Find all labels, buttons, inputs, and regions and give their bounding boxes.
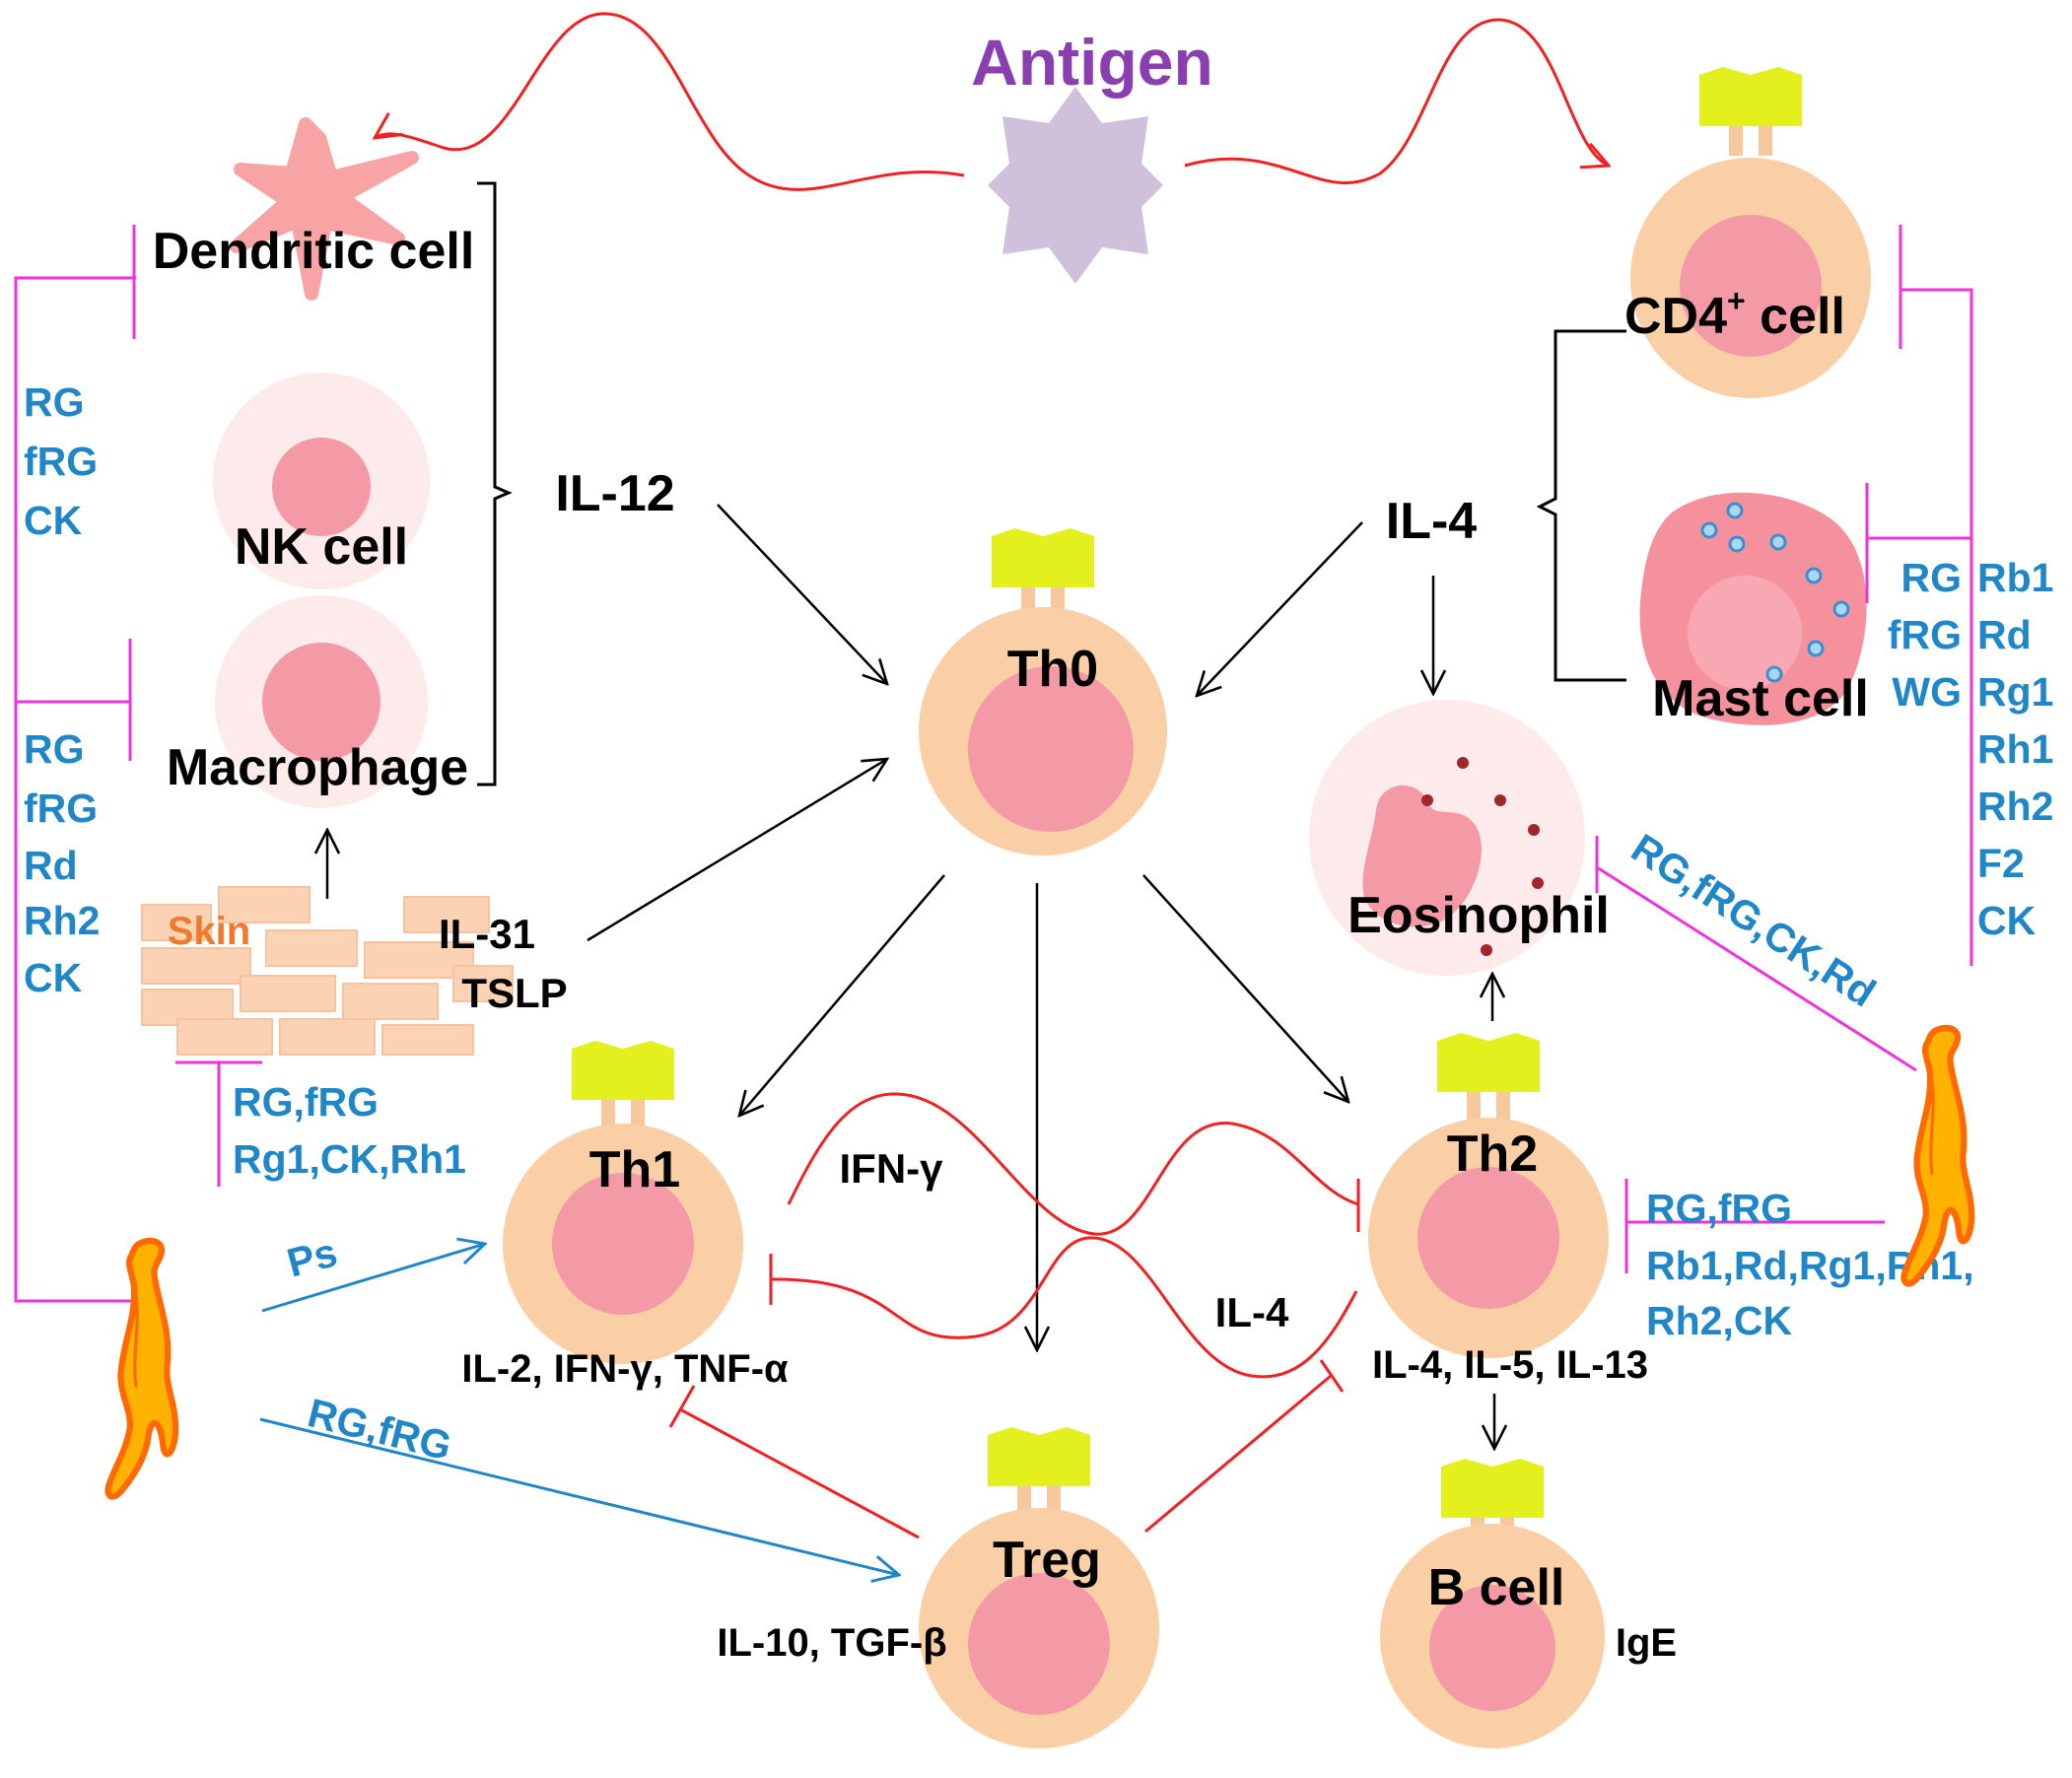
mast-cell-granules (1700, 502, 1850, 683)
svg-text:CK: CK (1977, 898, 2037, 943)
il12-to-th0-arrow (717, 504, 887, 684)
treg-arrow-ginsenosides: RG,fRG (304, 1390, 456, 1469)
nk-cell-nucleus (272, 438, 371, 536)
eosinophil-label: Eosinophil (1347, 887, 1610, 944)
mast-left-ginsenosides: RG fRG WG (1888, 555, 1962, 715)
il4-to-th0-arrow (1197, 521, 1363, 696)
il12-bracket (477, 181, 513, 786)
il4-mid-label: IL-4 (1215, 1289, 1289, 1335)
treg-label: Treg (993, 1532, 1101, 1589)
il12-label: IL-12 (555, 465, 674, 522)
il31-label: IL-31 (439, 911, 535, 957)
eosinophil-inhibition-line (1596, 865, 1917, 1072)
svg-text:fRG: fRG (1888, 612, 1962, 657)
treg-inhibits-th1-bar (668, 1385, 696, 1428)
treg-nucleus (968, 1573, 1110, 1715)
ps-label: Ps (282, 1229, 341, 1285)
th0-label: Th0 (1007, 641, 1098, 698)
treg-inhibits-th2-bar (1319, 1359, 1345, 1393)
ige-label: IgE (1616, 1621, 1677, 1665)
th2-receptor (1437, 1033, 1540, 1122)
antigen-to-dendritic-arrow (375, 12, 965, 191)
dendritic-cell-label: Dendritic cell (153, 223, 475, 280)
svg-text:WG: WG (1892, 669, 1962, 715)
bcell-nucleus (1429, 1585, 1555, 1711)
il31-to-th0-arrow (587, 759, 887, 942)
svg-text:Rh2: Rh2 (24, 898, 100, 943)
skin-inhibition-marker (175, 1060, 262, 1187)
nk-cell-label: NK cell (235, 518, 408, 576)
svg-text:CK: CK (24, 955, 83, 1000)
svg-text:RG: RG (24, 726, 85, 772)
cd4-cell-label: CD4+ cell (1624, 283, 1845, 345)
th0-receptor (992, 528, 1094, 617)
th1-output-cytokines: IL-2, IFN-γ, TNF-α (461, 1347, 789, 1391)
svg-text:RG: RG (24, 379, 85, 425)
svg-text:RG: RG (1901, 555, 1963, 600)
eosinophil-granules (1421, 757, 1544, 956)
th2-ginsenosides-3: Rh2,CK (1646, 1298, 1792, 1343)
left-bottom-ginsenosides: RG fRG Rd Rh2 CK (24, 726, 100, 1000)
th0-nucleus (968, 666, 1134, 832)
th2-output-cytokines: IL-4, IL-5, IL-13 (1372, 1343, 1648, 1387)
svg-text:F2: F2 (1977, 841, 2025, 886)
svg-text:Rd: Rd (24, 843, 78, 888)
svg-text:CK: CK (24, 498, 83, 543)
skin-label: Skin (168, 910, 250, 953)
cd4-receptor (1699, 67, 1802, 156)
th2-ginsenosides-1: RG,fRG (1646, 1186, 1792, 1231)
treg-receptor (988, 1427, 1090, 1516)
right-inhibition-bracket (1865, 225, 1973, 966)
ifng-label: IFN-γ (840, 1145, 944, 1192)
mast-right-ginsenosides: Rb1 Rd Rg1 Rh1 Rh2 F2 CK (1977, 555, 2053, 943)
il4-top-label: IL-4 (1386, 493, 1478, 550)
eosinophil-arrow-ginsenosides: RG,fRG,CK,Rd (1623, 825, 1884, 1016)
treg-inhibits-th1-line (679, 1407, 920, 1539)
mast-cell-label: Mast cell (1652, 670, 1869, 727)
cd4-nucleus (1680, 215, 1822, 357)
skin-ginsenosides-2: Rg1,CK,Rh1 (233, 1136, 466, 1182)
rgfrg-to-treg-arrow (259, 1417, 899, 1575)
svg-text:Rh1: Rh1 (1977, 726, 2053, 772)
skin-layer (141, 886, 514, 1056)
il4-inhibition-curve (770, 1236, 1358, 1379)
tslp-label: TSLP (461, 970, 567, 1016)
dendritic-cell-icon (230, 117, 419, 301)
antigen-to-cd4-arrow (1184, 18, 1609, 184)
ifng-inhibition-curve (787, 1092, 1359, 1236)
th2-nucleus (1417, 1167, 1559, 1309)
bcell-label: B cell (1428, 1559, 1565, 1616)
il4-bracket (1536, 329, 1626, 682)
mast-cell-nucleus (1688, 576, 1802, 690)
ps-to-th1-arrow (261, 1244, 485, 1313)
svg-text:Rg1: Rg1 (1977, 669, 2053, 715)
antigen-label: Antigen (971, 26, 1213, 99)
th0-to-th2-arrow (1142, 874, 1348, 1102)
svg-text:Rb1: Rb1 (1977, 555, 2053, 600)
th1-label: Th1 (589, 1141, 680, 1198)
antigen-star-icon (988, 87, 1163, 284)
treg-output-cytokines: IL-10, TGF-β (717, 1621, 946, 1665)
th0-to-th1-arrow (739, 874, 945, 1116)
svg-text:Rh2: Rh2 (1977, 784, 2053, 829)
skin-ginsenosides-1: RG,fRG (233, 1079, 379, 1125)
left-top-ginsenosides: RG fRG CK (24, 379, 98, 543)
svg-text:Rd: Rd (1977, 612, 2032, 657)
macrophage-label: Macrophage (167, 739, 468, 796)
svg-text:fRG: fRG (24, 439, 98, 484)
th1-nucleus (552, 1173, 694, 1315)
ginseng-root-icon-left (108, 1241, 176, 1497)
left-inhibition-bracket (14, 225, 136, 1303)
macrophage-nucleus (262, 643, 380, 761)
th2-label: Th2 (1447, 1126, 1538, 1183)
th1-receptor (572, 1041, 674, 1129)
treg-inhibits-th2-line (1144, 1374, 1332, 1534)
svg-text:fRG: fRG (24, 786, 98, 831)
eosinophil-nucleus (1362, 785, 1482, 927)
